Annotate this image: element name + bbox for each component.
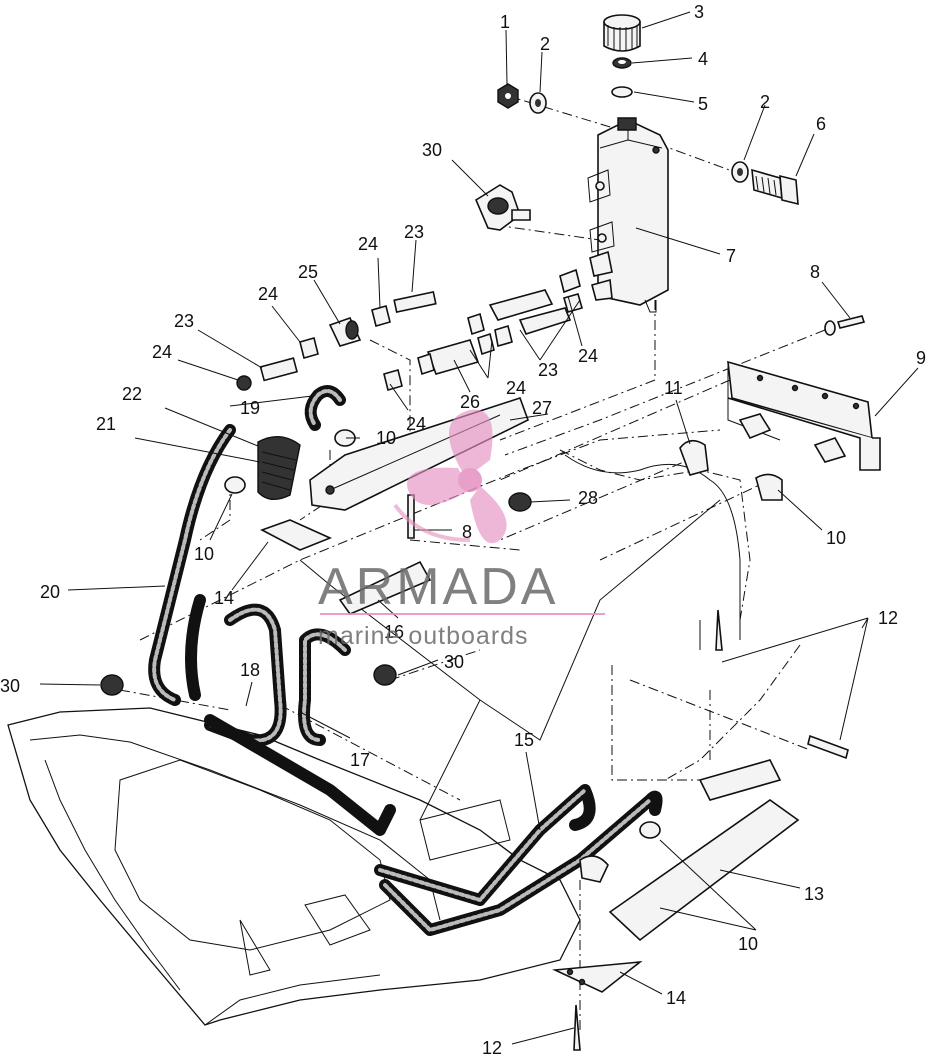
callout-8b: 8 — [462, 522, 472, 542]
callout-16: 16 — [384, 622, 404, 642]
callout-10d: 10 — [738, 934, 758, 954]
watermark-brand: ARMADA — [318, 558, 558, 616]
callout-3: 3 — [694, 2, 704, 22]
oil-reservoir-assembly — [474, 14, 799, 313]
armada-watermark: ARMADA marine outboards — [318, 409, 605, 650]
callout-26: 26 — [460, 392, 480, 412]
callout-24b: 24 — [258, 284, 278, 304]
leader-lines — [39, 11, 919, 1045]
callout-28: 28 — [578, 488, 598, 508]
callout-2b: 2 — [760, 92, 770, 112]
callout-11: 11 — [664, 378, 683, 398]
callout-14a: 14 — [214, 588, 234, 608]
callout-10b: 10 — [194, 544, 214, 564]
callout-24c: 24 — [152, 342, 172, 362]
callout-1: 1 — [500, 12, 510, 32]
callout-27: 27 — [532, 398, 552, 418]
callout-2: 2 — [540, 34, 550, 54]
callout-20: 20 — [40, 582, 60, 602]
callout-10c: 10 — [826, 528, 846, 548]
callout-13: 13 — [804, 884, 824, 904]
callout-30: 30 — [422, 140, 442, 160]
callout-7: 7 — [726, 246, 736, 266]
callout-21: 21 — [96, 414, 116, 434]
callout-12a: 12 — [878, 608, 898, 628]
callout-30b: 30 — [0, 676, 20, 696]
mount-bracket — [679, 315, 881, 501]
callout-17: 17 — [350, 750, 370, 770]
callout-23c: 23 — [538, 360, 558, 380]
clamps — [100, 429, 661, 919]
callout-9: 9 — [916, 348, 926, 368]
callout-4: 4 — [698, 49, 708, 69]
fuel-fittings — [236, 268, 583, 391]
callout-19: 19 — [240, 398, 260, 418]
callout-8: 8 — [810, 262, 820, 282]
coolant-hoses — [148, 385, 663, 936]
callout-18: 18 — [240, 660, 260, 680]
callout-24d: 24 — [578, 346, 598, 366]
callout-6: 6 — [816, 114, 826, 134]
callout-15: 15 — [514, 730, 534, 750]
callout-12b: 12 — [482, 1038, 502, 1057]
callout-14b: 14 — [666, 988, 686, 1008]
chassis-outline — [7, 429, 751, 1026]
propeller-logo — [393, 409, 507, 544]
callout-24f: 24 — [406, 414, 426, 434]
callout-25: 25 — [298, 262, 318, 282]
callout-10a: 10 — [376, 428, 396, 448]
watermark-tagline: marine outboards — [318, 622, 529, 650]
callout-23b: 23 — [174, 311, 194, 331]
callout-23a: 23 — [404, 222, 424, 242]
callout-30c: 30 — [444, 652, 464, 672]
callout-24a: 24 — [358, 234, 378, 254]
callout-22: 22 — [122, 384, 142, 404]
callout-5: 5 — [698, 94, 708, 114]
callout-24e: 24 — [506, 378, 526, 398]
